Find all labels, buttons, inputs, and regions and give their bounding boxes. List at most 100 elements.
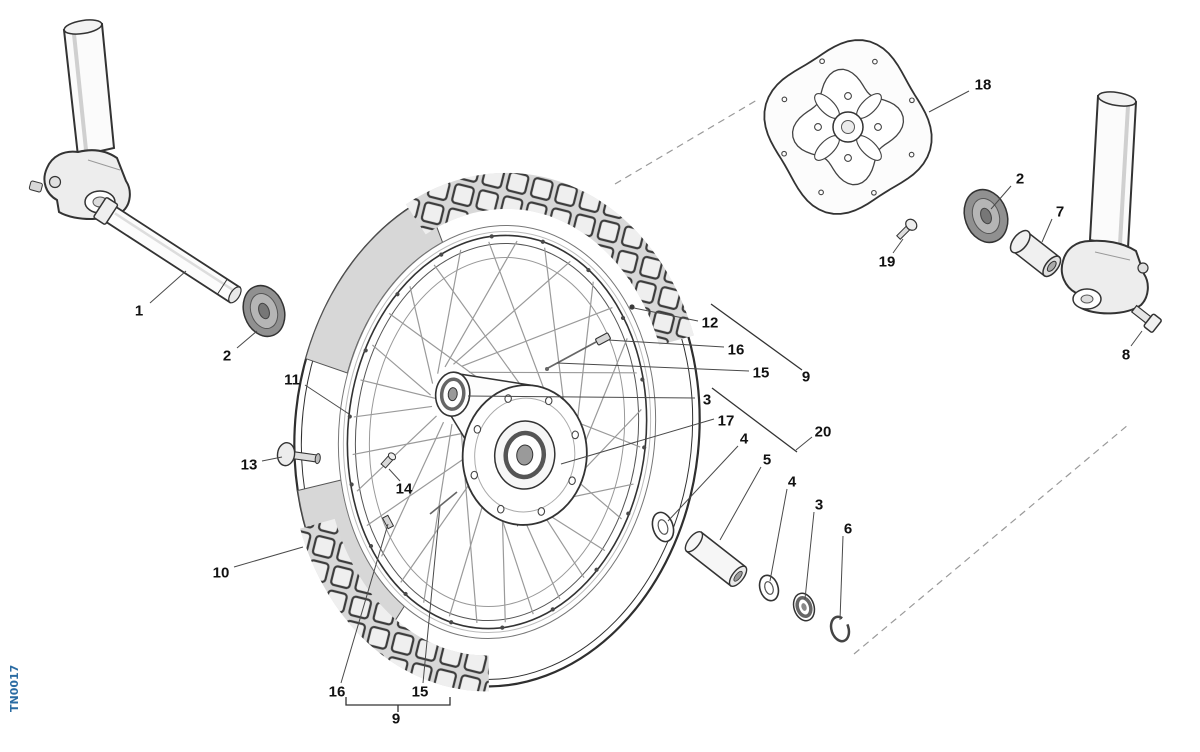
disc-edge-hole <box>871 189 877 196</box>
construction-lines <box>614 99 1129 655</box>
hub-flange-hole <box>504 394 512 403</box>
fork-tube-top <box>1097 91 1137 107</box>
callout-14: 14 <box>396 481 413 498</box>
spoke <box>468 371 637 374</box>
spoke-nipple-dot <box>368 543 374 549</box>
fork-tube-shading <box>72 33 88 151</box>
spoke-nipple-part-16 <box>595 332 611 346</box>
axle-hole-right <box>1080 294 1094 304</box>
leader-line-1 <box>149 270 187 304</box>
front-wheel <box>293 172 701 692</box>
bead-line <box>342 230 652 634</box>
spoke <box>400 478 474 583</box>
callout-9: 9 <box>392 711 400 728</box>
spoke-nipple-dot <box>550 607 555 612</box>
callout-2: 2 <box>223 348 231 365</box>
hub-flange-hole <box>568 476 576 486</box>
hub-flange-hole <box>496 504 505 514</box>
bearing-ring <box>439 377 466 411</box>
axle-end <box>228 286 242 304</box>
spoke <box>352 430 475 456</box>
leader-line-16 <box>340 523 389 684</box>
circlip-ring <box>829 615 851 643</box>
callout-12: 12 <box>702 315 719 332</box>
rim-lock-head <box>276 442 296 467</box>
leader-line-8 <box>1130 330 1143 347</box>
washer-hole <box>657 519 669 535</box>
spoke <box>433 264 527 394</box>
spacer-hole <box>1046 260 1057 272</box>
callout-16: 16 <box>329 684 346 701</box>
leader-line-16 <box>607 339 725 348</box>
disc-edge-hole <box>872 58 878 65</box>
callout-20: 20 <box>815 424 832 441</box>
spoke <box>522 516 561 600</box>
circlip-part-6 <box>829 615 851 643</box>
spoke-nipple-lower-16 <box>381 514 395 530</box>
leader-line-3 <box>467 395 696 399</box>
washer-part-4a <box>651 511 675 543</box>
spoke <box>423 423 453 603</box>
disc-bolt-hole <box>844 92 852 100</box>
callout-19: 19 <box>879 254 896 271</box>
dust-seal-right <box>963 188 1009 244</box>
spoke-nipple-dot <box>540 239 545 244</box>
disc-bolt-hole <box>814 123 822 131</box>
disc-bolt-part-19 <box>896 218 918 240</box>
disc-edge-hole <box>818 189 824 196</box>
front-fork-right <box>1060 91 1149 315</box>
hub-flange-hole <box>470 470 479 480</box>
spacer-part-7 <box>1009 229 1062 278</box>
spoke <box>372 344 431 396</box>
leader-line-6 <box>839 535 844 621</box>
spoke <box>437 249 462 374</box>
disc-bolt-hole <box>874 123 882 131</box>
leader-line-5 <box>719 466 762 541</box>
spoke-nipple-dot <box>395 292 400 297</box>
group-brackets <box>345 303 803 712</box>
spoke <box>448 498 486 617</box>
disc-center-hole <box>841 120 855 134</box>
nipple-body <box>381 514 395 530</box>
callout-15: 15 <box>412 684 429 701</box>
callout-17: 17 <box>718 413 735 430</box>
callout-7: 7 <box>1056 204 1064 221</box>
spoke <box>544 511 606 552</box>
spoke <box>381 421 445 557</box>
leader-line-15 <box>556 362 750 372</box>
fork-clamp-line <box>87 159 121 171</box>
group-line-20-right <box>711 387 798 453</box>
callout-6: 6 <box>844 521 852 538</box>
spoke-nipple-dot <box>449 620 454 625</box>
spoke-nipple-dot <box>620 315 626 321</box>
callout-8: 8 <box>1122 347 1130 364</box>
callout-18: 18 <box>975 77 992 94</box>
tread-band-bottom <box>300 518 489 692</box>
leader-line-11 <box>304 384 350 415</box>
leader-line-19 <box>892 238 904 254</box>
leader-line-17 <box>560 418 715 465</box>
leader-line-13 <box>261 456 283 462</box>
callout-1: 1 <box>135 303 143 320</box>
spacer-end-left <box>684 531 704 553</box>
spoke <box>453 260 571 365</box>
spoke-nipple-dot <box>347 414 352 419</box>
spoke-head <box>545 367 549 371</box>
spoke <box>501 512 506 623</box>
disc-edge-hole <box>819 58 825 65</box>
fork-clamp-line <box>1094 251 1131 261</box>
callout-9: 9 <box>802 369 810 386</box>
callout-15: 15 <box>753 365 770 382</box>
leader-line-12 <box>633 307 699 322</box>
rim-lock-tip <box>314 453 321 465</box>
spoke-nipple-dot <box>489 234 494 239</box>
spacer-flange <box>1009 229 1031 254</box>
hub-spacer-part-5 <box>684 531 748 587</box>
spoke <box>353 405 433 418</box>
leader-line-2 <box>990 185 1012 210</box>
spoke-part-15 <box>545 341 597 371</box>
leader-line-4 <box>769 488 788 582</box>
